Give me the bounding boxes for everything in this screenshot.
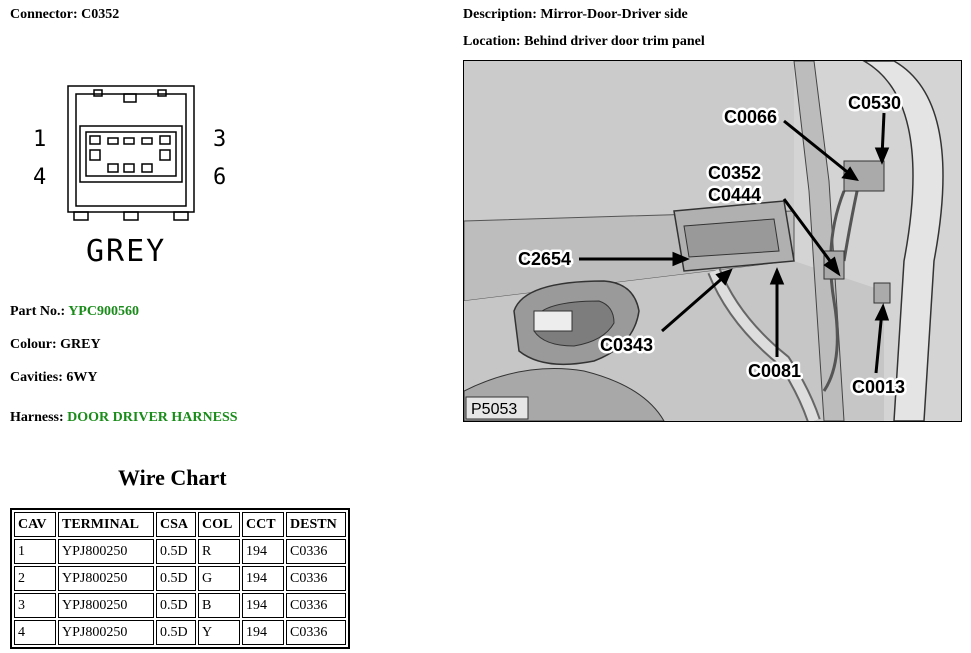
colour-label: Colour:: [10, 337, 57, 352]
location-value: Behind driver door trim panel: [524, 34, 705, 49]
table-row: 4 YPJ800250 0.5D Y 194 C0336: [14, 620, 346, 645]
part-number-label: Part No.:: [10, 304, 66, 319]
cell-csa: 0.5D: [156, 593, 196, 618]
callout-c0530: C0530: [848, 93, 901, 113]
cell-terminal: YPJ800250: [58, 620, 154, 645]
cell-cav: 1: [14, 539, 56, 564]
table-row: 3 YPJ800250 0.5D B 194 C0336: [14, 593, 346, 618]
description-value: Mirror-Door-Driver side: [540, 7, 688, 22]
header-csa: CSA: [156, 512, 196, 537]
callout-c0066: C0066: [724, 107, 777, 127]
harness: Harness: DOOR DRIVER HARNESS: [10, 410, 238, 426]
cell-terminal: YPJ800250: [58, 539, 154, 564]
cell-csa: 0.5D: [156, 539, 196, 564]
cell-cct: 194: [242, 539, 284, 564]
header-cct: CCT: [242, 512, 284, 537]
table-header-row: CAV TERMINAL CSA COL CCT DESTN: [14, 512, 346, 537]
callout-c0352: C0352: [708, 163, 761, 183]
cell-cav: 4: [14, 620, 56, 645]
cavities: Cavities: 6WY: [10, 370, 98, 386]
callout-c0081: C0081: [748, 361, 801, 381]
cell-terminal: YPJ800250: [58, 593, 154, 618]
cell-destn: C0336: [286, 620, 346, 645]
cell-cav: 3: [14, 593, 56, 618]
location-label: Location:: [463, 34, 521, 49]
colour-value: GREY: [60, 337, 101, 352]
cell-csa: 0.5D: [156, 566, 196, 591]
cell-destn: C0336: [286, 566, 346, 591]
wire-chart-title: Wire Chart: [118, 465, 227, 490]
header-col: COL: [198, 512, 240, 537]
harness-value: DOOR DRIVER HARNESS: [67, 410, 238, 425]
table-row: 2 YPJ800250 0.5D G 194 C0336: [14, 566, 346, 591]
header-terminal: TERMINAL: [58, 512, 154, 537]
connector-color-label: GREY: [86, 234, 167, 269]
cell-terminal: YPJ800250: [58, 566, 154, 591]
pin-label-1: 1: [33, 127, 47, 152]
location-photo: C0066 C0530 C0352 C0444 C2654 C0343 C008…: [463, 60, 962, 422]
callout-c2654: C2654: [518, 249, 571, 269]
part-number: Part No.: YPC900560: [10, 304, 139, 320]
callout-c0444: C0444: [708, 185, 761, 205]
location: Location: Behind driver door trim panel: [463, 34, 705, 50]
cell-destn: C0336: [286, 593, 346, 618]
cavities-value: 6WY: [66, 370, 98, 385]
cell-col: Y: [198, 620, 240, 645]
header-cav: CAV: [14, 512, 56, 537]
pin-label-6: 6: [213, 165, 227, 190]
cell-cav: 2: [14, 566, 56, 591]
cell-cct: 194: [242, 566, 284, 591]
harness-label: Harness:: [10, 410, 64, 425]
table-row: 1 YPJ800250 0.5D R 194 C0336: [14, 539, 346, 564]
pin-label-4: 4: [33, 165, 47, 190]
cavities-label: Cavities:: [10, 370, 63, 385]
cell-col: R: [198, 539, 240, 564]
connector-id: Connector: C0352: [10, 7, 119, 23]
callout-c0013: C0013: [852, 377, 905, 397]
wire-chart-table: CAV TERMINAL CSA COL CCT DESTN 1 YPJ8002…: [10, 508, 350, 649]
photo-plate-id: P5053: [471, 401, 517, 418]
connector-value: C0352: [81, 7, 120, 22]
location-photo-illustration: C0066 C0530 C0352 C0444 C2654 C0343 C008…: [464, 61, 961, 421]
cell-csa: 0.5D: [156, 620, 196, 645]
connector-label: Connector:: [10, 7, 78, 22]
header-destn: DESTN: [286, 512, 346, 537]
connector-face-drawing: [67, 85, 195, 221]
part-number-value: YPC900560: [68, 304, 139, 319]
cell-cct: 194: [242, 620, 284, 645]
cell-destn: C0336: [286, 539, 346, 564]
cell-cct: 194: [242, 593, 284, 618]
cell-col: G: [198, 566, 240, 591]
pin-label-3: 3: [213, 127, 227, 152]
description-label: Description:: [463, 7, 537, 22]
cell-col: B: [198, 593, 240, 618]
colour: Colour: GREY: [10, 337, 101, 353]
description: Description: Mirror-Door-Driver side: [463, 7, 688, 23]
callout-c0343: C0343: [600, 335, 653, 355]
